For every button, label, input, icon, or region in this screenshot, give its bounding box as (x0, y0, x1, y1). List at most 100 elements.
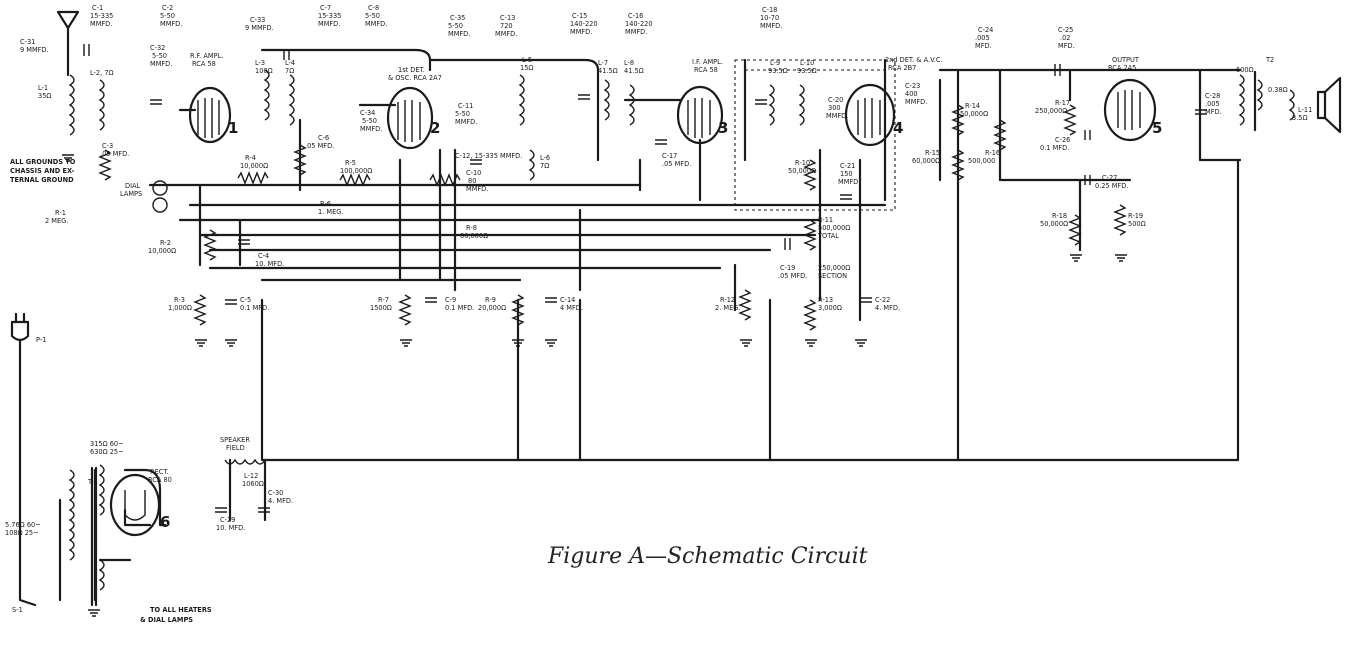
svg-text:R-133,000Ω: R-133,000Ω (818, 296, 842, 312)
tube-number: 5 (1152, 119, 1162, 137)
label: 5-50 (365, 12, 380, 20)
svg-text:1st DET.& OSC. RCA 2A7: 1st DET.& OSC. RCA 2A7 (388, 66, 442, 82)
svg-text:C-304. MFD.: C-304. MFD. (268, 489, 293, 505)
label: C-30 (268, 489, 283, 497)
wiring (18, 48, 1242, 607)
label: R-3 (174, 296, 185, 304)
shield-outline (734, 59, 896, 211)
svg-text:C-144 MFD.: C-144 MFD. (560, 296, 583, 312)
label: MMFD. (760, 22, 782, 30)
label: C-4 (258, 252, 269, 260)
label: & OSC. RCA 2A7 (388, 74, 442, 82)
label: 10. MFD. (216, 524, 245, 532)
label: MMFD. (495, 30, 517, 38)
label: R-9 (485, 296, 496, 304)
label: .05 MFD. (778, 272, 807, 280)
label: 5-50 (448, 22, 463, 30)
label: R-7 (378, 296, 389, 304)
label: T2 (1265, 56, 1274, 64)
tube-numbers: 1 2 3 4 5 6 (160, 119, 1162, 531)
label: 140-220 (570, 20, 598, 28)
label: C-10 (466, 169, 481, 177)
label: .05 MFD. (305, 142, 334, 150)
label: 4. MFD. (875, 304, 900, 312)
svg-text:315Ω 60~630Ω 25~: 315Ω 60~630Ω 25~ (90, 440, 124, 456)
svg-text:C-319 MMFD.: C-319 MMFD. (20, 38, 49, 54)
label: MMFD. (318, 20, 340, 28)
label: C-9 (445, 296, 456, 304)
label: MMFD. (570, 28, 592, 36)
label: 100,000Ω (340, 167, 372, 175)
label: MMFD. (448, 30, 470, 38)
label: 10. MFD. (255, 260, 284, 268)
label: R-18 (1052, 212, 1067, 220)
label: C-23 (905, 82, 920, 90)
label: 10,000Ω (240, 162, 268, 170)
label: 80 (468, 177, 476, 185)
label: 93.5Ω (768, 67, 788, 75)
svg-text:R-122. MEG.: R-122. MEG. (715, 296, 740, 312)
label: MMFD. (838, 178, 860, 186)
label: C-26 (1055, 136, 1070, 144)
label: C-1 (92, 4, 103, 12)
label: 7Ω (540, 162, 549, 170)
svg-text:TO ALL HEATERS& DIAL LAMPS: TO ALL HEATERS& DIAL LAMPS (140, 606, 212, 624)
label: 500,000Ω (818, 224, 850, 232)
svg-text:I.F. AMPL.RCA 58: I.F. AMPL.RCA 58 (692, 58, 723, 74)
label: 7Ω (285, 67, 294, 75)
label: C-16 (628, 12, 643, 20)
label: .005 (975, 34, 990, 42)
label: R-13 (818, 296, 833, 304)
label: 3,000Ω (818, 304, 842, 312)
label: 93.5Ω (797, 67, 817, 75)
svg-text:2nd DET. & A.V.C.RCA 2B7: 2nd DET. & A.V.C.RCA 2B7 (885, 56, 943, 72)
svg-text:C-270.25 MFD.: C-270.25 MFD. (1095, 174, 1128, 190)
svg-text:RECT.RCA 80: RECT.RCA 80 (148, 468, 172, 484)
speaker-icon (1316, 76, 1342, 134)
label: FIELD (226, 444, 245, 452)
label: MMFD. (150, 60, 172, 68)
label: TO ALL HEATERS (150, 606, 212, 614)
svg-text:C-6.05 MFD.: C-6.05 MFD. (305, 134, 334, 150)
label: 0.25 MFD. (1095, 182, 1128, 190)
label: 2 MEG. (45, 217, 68, 225)
label: C-19 (780, 264, 795, 272)
label: 15-335 (318, 12, 341, 20)
tubes (109, 78, 1157, 537)
label: 0.1 MFD. (240, 304, 269, 312)
label: RCA 2A5 (1108, 64, 1136, 72)
label: TOTAL (817, 232, 839, 240)
label: DIAL (125, 182, 141, 190)
label: R-19 (1128, 212, 1143, 220)
label: RCA 2B7 (888, 64, 916, 72)
label: TERNAL GROUND (10, 176, 74, 184)
svg-text:C-260.1 MFD.: C-260.1 MFD. (1040, 136, 1070, 152)
label: 5-50 (455, 110, 470, 118)
label: P-1 (36, 336, 46, 344)
label: MMFD. (365, 20, 387, 28)
svg-text:C-19.05 MFD.: C-19.05 MFD. (778, 264, 807, 280)
label: I.F. AMPL. (692, 58, 723, 66)
figure-caption: Figure A—Schematic Circuit (547, 544, 868, 569)
label: 600Ω (1236, 66, 1254, 74)
label: 50,000Ω (960, 110, 988, 118)
label: 10-70 (760, 14, 779, 22)
label: C-28 (1205, 92, 1220, 100)
label: R-15 (925, 149, 940, 157)
svg-text:C-90.1 MFD.: C-90.1 MFD. (445, 296, 474, 312)
